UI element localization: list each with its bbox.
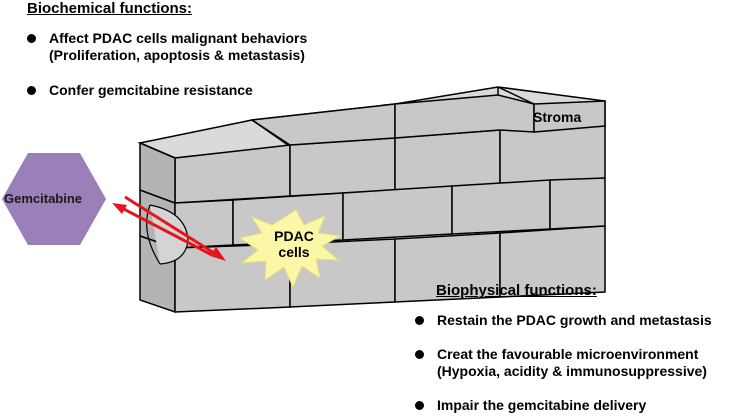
biochemical-heading: Biochemical functions: <box>27 0 193 17</box>
pdac-cells-starburst <box>238 209 342 289</box>
bullet-line: (Hypoxia, acidity & immunosuppressive) <box>437 363 707 379</box>
stroma-label: Stroma <box>533 109 582 125</box>
bullet-line: Confer gemcitabine resistance <box>49 82 253 98</box>
bullet-dot <box>415 350 424 359</box>
gemcitabine-label: Gemcitabine <box>4 191 83 206</box>
biophysical-item-2: Creat the favourable microenvironment (H… <box>415 346 707 380</box>
bullet-dot <box>415 316 424 325</box>
bullet-line: Restain the PDAC growth and metastasis <box>437 312 712 328</box>
biochemical-item-2: Confer gemcitabine resistance <box>27 82 253 99</box>
gemcitabine-hexagon <box>2 153 106 245</box>
gemcitabine-arrows <box>112 195 226 261</box>
bullet-line: Impair the gemcitabine delivery <box>437 397 647 413</box>
biochemical-item-1: Affect PDAC cells malignant behaviors (P… <box>27 30 307 64</box>
wall-back-row <box>174 94 606 204</box>
wall-side-face <box>139 141 176 205</box>
pdac-label-line2: cells <box>278 244 310 260</box>
bullet-dot <box>27 86 36 95</box>
bullet-dot <box>27 34 36 43</box>
bullet-line: (Proliferation, apoptosis & metastasis) <box>49 47 305 63</box>
pdac-cells-label: PDAC cells <box>264 228 324 260</box>
bullet-dot <box>415 401 424 410</box>
pdac-label-line1: PDAC <box>274 228 314 244</box>
biophysical-heading: Biophysical functions: <box>436 282 597 299</box>
biophysical-item-3: Impair the gemcitabine delivery <box>415 397 646 414</box>
biophysical-item-1: Restain the PDAC growth and metastasis <box>415 312 712 329</box>
bullet-line: Affect PDAC cells malignant behaviors <box>49 30 308 46</box>
bullet-line: Creat the favourable microenvironment <box>437 346 699 362</box>
